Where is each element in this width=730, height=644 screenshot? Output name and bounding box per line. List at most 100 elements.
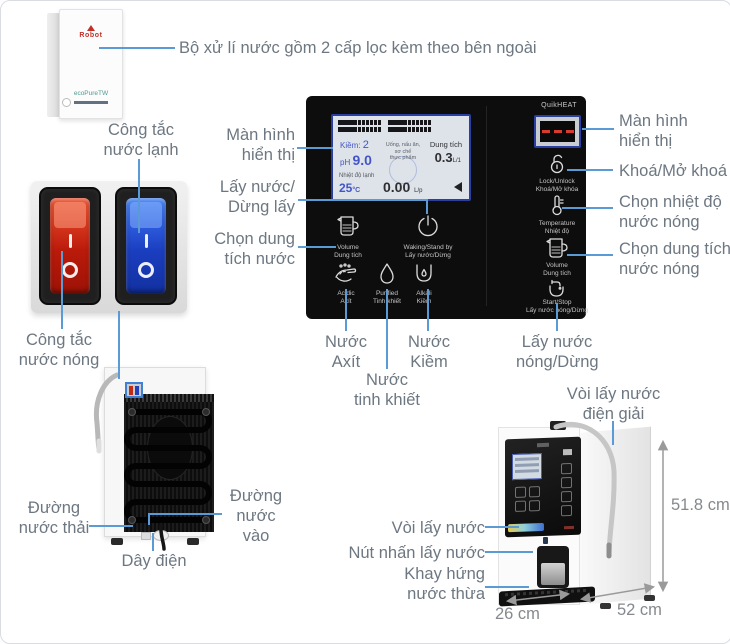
machine-foot (187, 538, 199, 545)
mini-hot-switch (129, 386, 133, 395)
leader-line (118, 311, 120, 379)
quikheat-label: QuikHEAT (541, 102, 577, 109)
leader-line (582, 128, 614, 130)
dispense-stop-label: Lấy nước/ Dừng lấy (219, 178, 295, 217)
start-stop-faucet-icon (544, 276, 570, 302)
power-cord-label: Dây điện (121, 552, 187, 570)
hot-water-switch (50, 198, 90, 294)
leader-line (386, 289, 388, 369)
drain-fitting (153, 530, 169, 541)
front-mini-display (512, 453, 542, 481)
water-spout-label: Vòi lấy nước (391, 519, 485, 537)
leader-line (99, 47, 175, 49)
ionized-spout-label: Vòi lấy nước điện giải (566, 385, 661, 424)
leader-line (297, 147, 333, 149)
switch-glass (130, 202, 162, 228)
filter-model-text: ecoPureTW (73, 90, 109, 97)
leader-line (345, 289, 347, 331)
leader-line (485, 551, 533, 553)
machine-foot (600, 603, 611, 609)
machine-front-view (496, 419, 661, 613)
leader-line (612, 421, 614, 445)
filter-fineprint-bar (74, 101, 108, 104)
lcd-volume-label: Dung tích (429, 140, 462, 149)
waste-line-label: Đường nước thải (18, 499, 90, 538)
front-control-panel (505, 436, 581, 538)
leader-line (148, 513, 222, 515)
drip-tray-label: Khay hứng nước thừa (404, 565, 485, 604)
thermometer-icon (544, 193, 570, 219)
rocker-switch-assembly (31, 181, 187, 313)
control-panel: Kiềm: 2 pH 9.0 Uống, nấu ăn, sơ chế thực… (306, 96, 588, 319)
alkaline-water-label: Nước Kiềm (407, 333, 451, 372)
fan-shroud (147, 416, 193, 480)
lcd-watermark (389, 156, 417, 184)
leader-line (298, 199, 428, 201)
hot-volume-select-label: Chọn dung tích nước nóng (619, 240, 730, 279)
lcd-cold-temp-value: 25°C (339, 181, 361, 195)
leader-line (567, 254, 613, 256)
leader-line (89, 525, 133, 527)
panel-divider (486, 106, 487, 306)
alkali-cup-icon (411, 261, 437, 287)
lcd-indicator-row (338, 120, 431, 125)
quikheat-display (534, 115, 581, 148)
dispense-button-label: Nút nhấn lấy nước (348, 544, 485, 562)
dispenser-housing (537, 546, 569, 588)
switch-glass (54, 202, 86, 228)
lock-unlock-label: Khoá/Mở khoá (619, 162, 728, 180)
lcd-flow-value: 0.00 L/p (383, 179, 423, 195)
front-brand-logo (537, 442, 549, 448)
switch-off-mark (138, 262, 154, 278)
back-body (104, 367, 214, 545)
hot-temp-select-label: Chọn nhiệt độ nước nóng (619, 193, 722, 232)
leader-line (556, 303, 558, 331)
lcd-alkaline-value: 2 (362, 139, 369, 151)
lcd-ph: pH 9.0 (340, 152, 372, 168)
filter-side-face (47, 13, 60, 117)
leader-line (427, 289, 429, 331)
hot-volume-cup-icon (544, 235, 570, 261)
switch-on-mark (144, 234, 148, 248)
lcd-indicator-row (338, 127, 431, 132)
brand-triangle-icon (87, 25, 95, 31)
front-face (498, 427, 581, 605)
leader-line (567, 169, 613, 171)
leader-line (485, 586, 529, 588)
lcd-ph-value: 9.0 (352, 152, 372, 168)
external-filter-unit: Robot ecoPureTW (47, 9, 125, 121)
display-left-label: Màn hình hiển thị (226, 126, 295, 165)
filter-brand-logo: Robot (79, 32, 103, 39)
water-spout (543, 537, 548, 544)
volume-select-label: Chọn dung tích nước (214, 230, 295, 269)
switch-on-mark (68, 234, 72, 248)
cold-switch-bezel (115, 187, 177, 305)
main-display: Kiềm: 2 pH 9.0 Uống, nấu ăn, sơ chế thực… (331, 114, 471, 201)
filter-front-face: Robot ecoPureTW (59, 9, 123, 119)
filter-port-icon (62, 98, 71, 107)
front-fineprint (564, 525, 574, 530)
lock-icon (544, 151, 570, 177)
leader-line (152, 533, 154, 551)
leader-line (61, 251, 63, 329)
front-side-face (578, 426, 651, 605)
leader-line (138, 159, 140, 233)
front-heat-display (563, 448, 572, 456)
volume-cup-icon (335, 212, 361, 240)
switch-off-mark (62, 262, 78, 278)
hot-switch-bezel (39, 187, 101, 305)
machine-foot (111, 538, 123, 545)
cold-switch-label: Công tắc nước lạnh (103, 121, 179, 160)
leader-line (485, 526, 519, 528)
back-vent (124, 394, 214, 402)
acid-water-label: Nước Axít (324, 333, 368, 372)
leader-line (148, 513, 150, 525)
machine-back-view (91, 365, 216, 551)
